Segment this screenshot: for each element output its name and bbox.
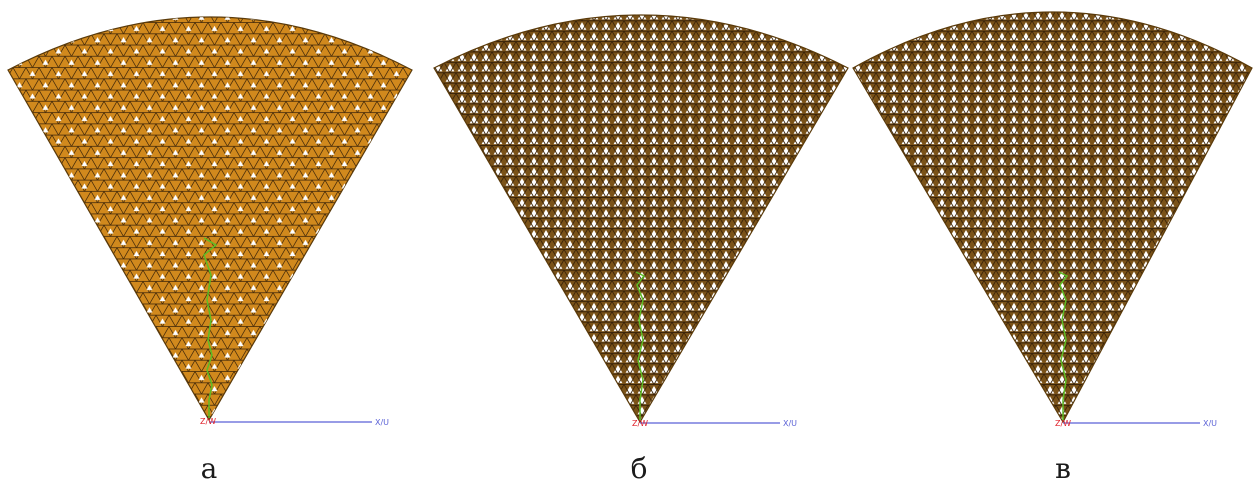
panel-a: X/U Z/W: [7, 16, 413, 427]
mesh-sector: [852, 11, 1253, 424]
x-axis-label: X/U: [1203, 419, 1217, 428]
highlight-path: [635, 271, 646, 420]
panel-b: X/U Z/W: [433, 14, 849, 428]
mesh-sector: [433, 14, 849, 424]
origin-label: Z/W: [1055, 419, 1071, 428]
panel-label-a: а: [200, 452, 218, 485]
x-axis-label: X/U: [375, 418, 389, 427]
origin-label: Z/W: [632, 419, 648, 428]
panel-label-b: б: [630, 452, 648, 485]
highlight-path: [203, 237, 218, 418]
highlight-path: [1058, 271, 1069, 420]
x-axis-label: X/U: [783, 419, 797, 428]
panel-c: X/U Z/W: [852, 11, 1253, 428]
mesh-holes: [8, 17, 412, 420]
origin-label: Z/W: [200, 417, 216, 426]
panel-label-c: в: [1055, 452, 1071, 485]
